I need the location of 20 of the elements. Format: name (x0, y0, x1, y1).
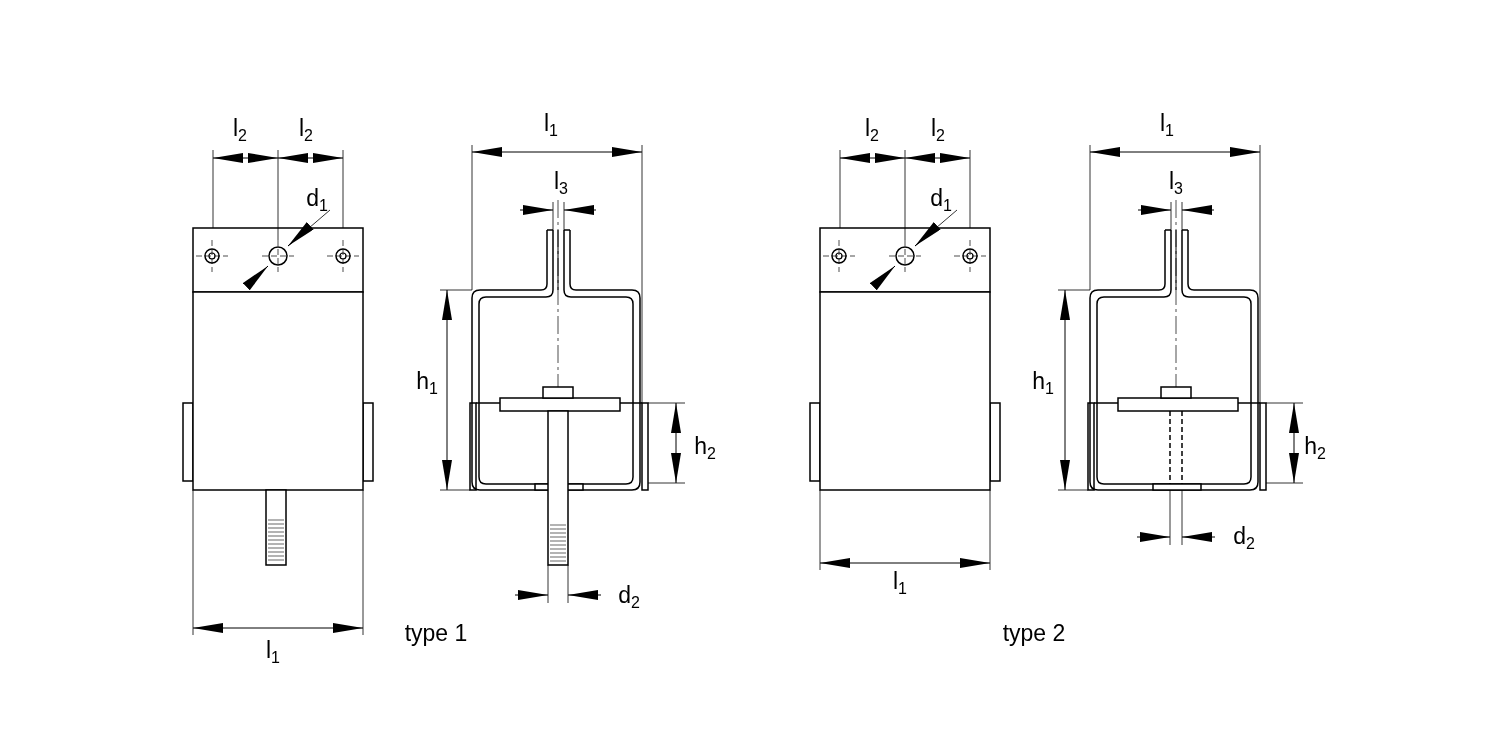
dimension-label: d$_{1}$ (930, 186, 952, 214)
dimension-label: d$_{2}$ (618, 583, 640, 611)
dimension-label: h$_{2}$ (1304, 434, 1326, 462)
dimension-label: l$_{2}$ (931, 116, 945, 144)
dimension-label: d$_{1}$ (306, 186, 328, 214)
dimension-label: l$_{3}$ (554, 169, 568, 197)
dimension-label: l$_{1}$ (1160, 111, 1174, 139)
view-caption: type 2 (1002, 621, 1066, 645)
dimension-label: l$_{1}$ (266, 638, 280, 666)
dimension-label: l$_{1}$ (544, 111, 558, 139)
dimension-label: l$_{1}$ (893, 569, 907, 597)
dimension-label: d$_{2}$ (1233, 524, 1255, 552)
dimension-label: l$_{2}$ (865, 116, 879, 144)
dimension-label: h$_{1}$ (1032, 369, 1054, 397)
dimension-label: h$_{2}$ (694, 434, 716, 462)
dimension-label: l$_{2}$ (233, 116, 247, 144)
dimension-label: l$_{3}$ (1169, 169, 1183, 197)
view-caption: type 1 (404, 621, 468, 645)
dimension-label: h$_{1}$ (416, 369, 438, 397)
dimension-label: l$_{2}$ (299, 116, 313, 144)
